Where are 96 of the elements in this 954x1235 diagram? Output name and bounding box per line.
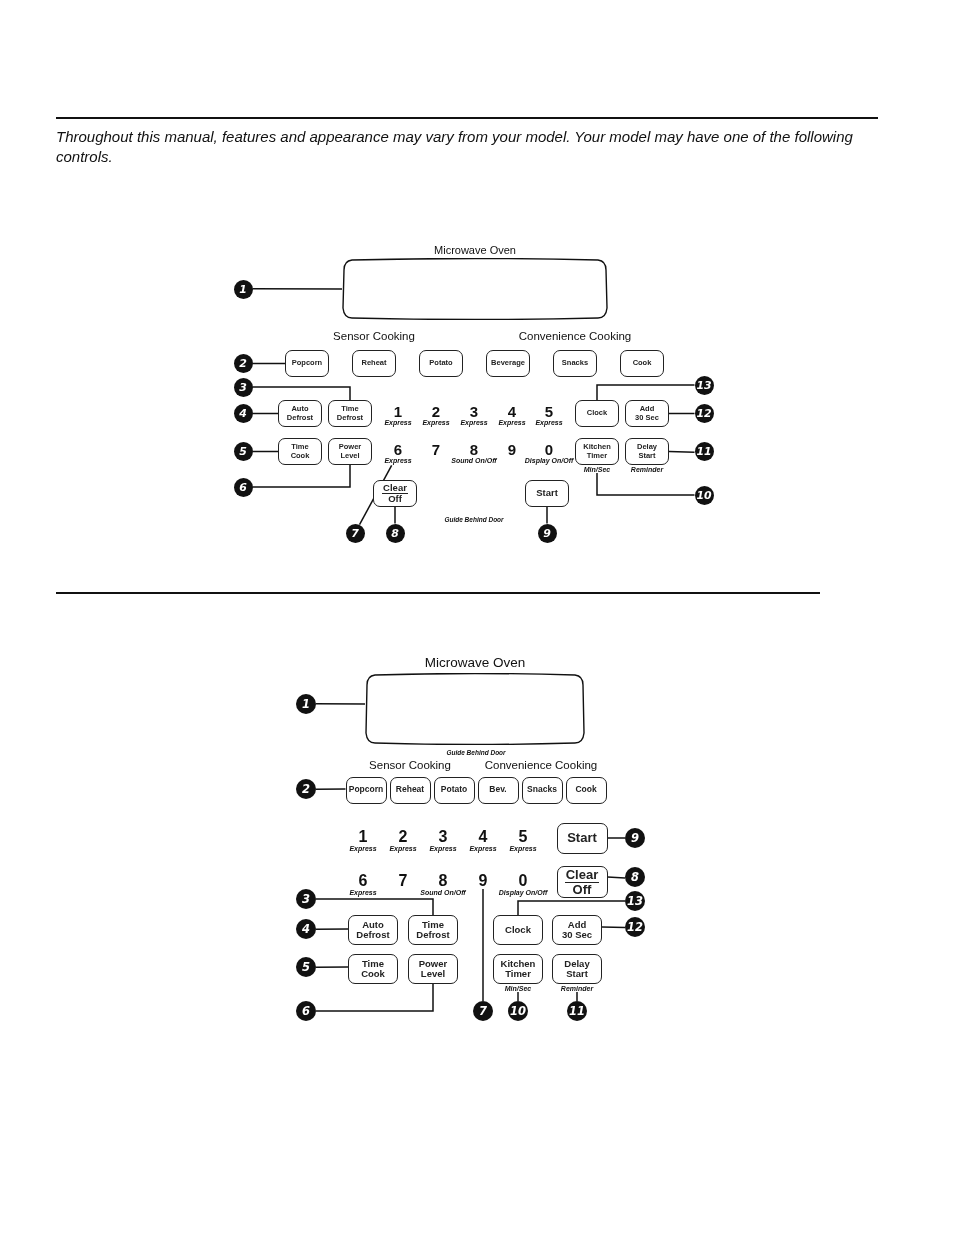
digit-label: 9 bbox=[507, 442, 517, 457]
callout-number: 9 bbox=[625, 828, 645, 848]
callout-number: 2 bbox=[233, 354, 253, 373]
digit-label: 3 bbox=[437, 829, 449, 845]
panel-button: Snacks bbox=[521, 776, 563, 804]
callout-number: 4 bbox=[296, 919, 316, 939]
leader-line bbox=[251, 412, 279, 415]
callout-number: 13 bbox=[694, 375, 714, 395]
digit-label: 6 bbox=[357, 873, 369, 889]
leader-line bbox=[251, 386, 351, 401]
digit-label: 4 bbox=[477, 829, 489, 845]
digit-label: 4 bbox=[506, 404, 518, 419]
digit-label: 0 bbox=[543, 442, 555, 457]
leader-line bbox=[315, 788, 347, 790]
panel-button: Start bbox=[525, 480, 569, 507]
callout-number: 1 bbox=[233, 279, 253, 299]
callout-number: 1 bbox=[296, 694, 316, 714]
digit-label: 8 bbox=[437, 873, 449, 889]
callout-number: 7 bbox=[345, 523, 365, 543]
digit-label: 1 bbox=[392, 404, 404, 419]
leader-line bbox=[517, 900, 626, 916]
section-heading: Convenience Cooking bbox=[484, 759, 598, 771]
leader-line bbox=[596, 384, 696, 401]
panel-button: Time Cook bbox=[348, 954, 398, 984]
leader-line bbox=[251, 287, 343, 290]
leader-line bbox=[251, 464, 351, 488]
digit-label: 3 bbox=[468, 404, 480, 419]
callout-number: 7 bbox=[473, 1001, 493, 1021]
digit-label: 6 bbox=[392, 442, 404, 457]
callout-number: 5 bbox=[296, 957, 316, 977]
panel-button: Clock bbox=[493, 915, 543, 945]
callout-number: 3 bbox=[233, 377, 253, 397]
leader-line bbox=[482, 888, 484, 1002]
display-heading: Microwave Oven bbox=[423, 654, 527, 672]
callout-number: 6 bbox=[233, 477, 253, 497]
panel-button: Kitchen Timer bbox=[493, 954, 543, 984]
panel-button: Bev. bbox=[477, 776, 519, 804]
leader-line bbox=[576, 991, 578, 1002]
leader-line bbox=[251, 450, 279, 453]
leader-line bbox=[251, 362, 286, 365]
callout-number: 9 bbox=[537, 523, 557, 543]
callout-number: 8 bbox=[385, 523, 405, 543]
leader-line bbox=[668, 412, 696, 415]
leader-line bbox=[601, 926, 626, 929]
digit-label: 7 bbox=[398, 873, 408, 889]
panel-button: Clear Off bbox=[373, 480, 417, 507]
panel-button: Potato bbox=[433, 776, 475, 804]
panel-button: Start bbox=[556, 823, 608, 854]
leader-line bbox=[517, 991, 519, 1002]
leader-line bbox=[546, 506, 548, 525]
leader-line bbox=[606, 837, 626, 839]
digit-label: 1 bbox=[357, 829, 369, 845]
panel-button: Clear Off bbox=[556, 866, 608, 898]
callout-number: 4 bbox=[233, 404, 253, 423]
leader-line bbox=[394, 506, 396, 525]
digit-label: 9 bbox=[478, 873, 488, 889]
section-heading: Sensor Cooking bbox=[333, 330, 415, 342]
callout-number: 3 bbox=[296, 889, 316, 909]
leader-line bbox=[596, 472, 696, 496]
panel-button: Time Defrost bbox=[408, 915, 458, 945]
callout-number: 11 bbox=[694, 442, 714, 461]
section-heading: Convenience Cooking bbox=[518, 330, 632, 342]
callout-number: 10 bbox=[508, 1001, 528, 1021]
callout-number: 11 bbox=[567, 1001, 587, 1021]
leader-line bbox=[315, 898, 434, 916]
panel-button: Power Level bbox=[408, 954, 458, 984]
digit-label: 7 bbox=[431, 442, 441, 457]
leader-line bbox=[315, 966, 349, 969]
callout-number: 2 bbox=[296, 779, 316, 799]
panel-button: Popcorn bbox=[345, 776, 387, 804]
leader-line bbox=[606, 876, 626, 879]
digit-label: 5 bbox=[517, 829, 529, 845]
leader-line bbox=[315, 928, 349, 930]
panel-button: Add 30 Sec bbox=[552, 915, 602, 945]
display-heading: Microwave Oven bbox=[433, 243, 517, 258]
panel-button: Delay Start bbox=[552, 954, 602, 984]
callout-number: 12 bbox=[625, 917, 645, 937]
callout-number: 8 bbox=[625, 867, 645, 887]
leader-line bbox=[315, 983, 434, 1012]
digit-label: 8 bbox=[468, 442, 480, 457]
callout-number: 6 bbox=[296, 1001, 316, 1021]
digit-label: 2 bbox=[430, 404, 442, 419]
callout-number: 13 bbox=[625, 891, 645, 911]
digit-label: 5 bbox=[543, 404, 555, 419]
digit-label: 2 bbox=[397, 829, 409, 845]
digit-label: 0 bbox=[517, 873, 529, 889]
leader-line bbox=[315, 702, 366, 705]
panel-button: Reheat bbox=[389, 776, 431, 804]
section-heading: Sensor Cooking bbox=[369, 759, 451, 771]
leader-line bbox=[668, 450, 696, 453]
callout-number: 10 bbox=[694, 485, 714, 505]
panel-button: Cook bbox=[565, 776, 607, 804]
callout-number: 5 bbox=[233, 442, 253, 461]
callout-number: 12 bbox=[694, 404, 714, 423]
intro-paragraph: Throughout this manual, features and appearance may vary from your model. Your model may have one of the following controls. bbox=[56, 127, 854, 166]
panel-button: Auto Defrost bbox=[348, 915, 398, 945]
